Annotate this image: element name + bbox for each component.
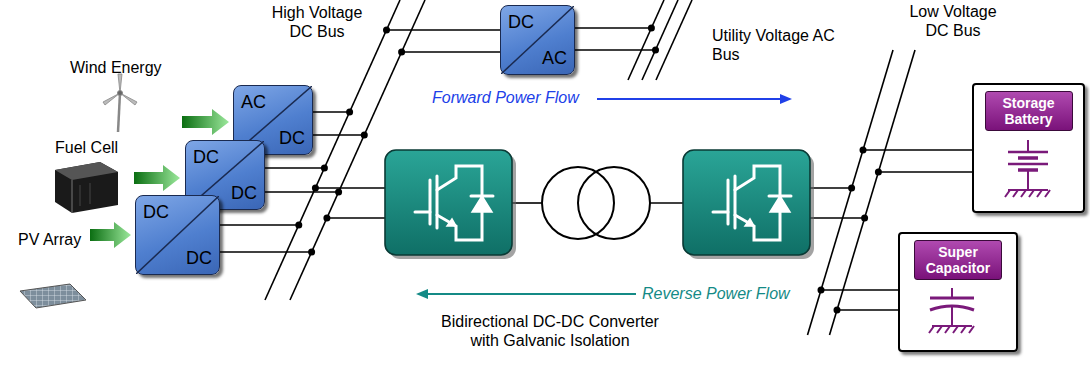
text-label: Bidirectional DC-DC Converter with Galva… [430,312,670,350]
converter-label: DC [508,12,534,32]
converter-box: DC AC [500,5,575,75]
capacitor-symbol [929,288,974,333]
storage-label: Storage Battery [985,91,1073,131]
input-arrow [182,109,229,135]
storage-panel: Storage Battery [972,83,1085,213]
text-label: Reverse Power Flow [642,284,807,303]
converter-label: AC [241,92,266,112]
panel-ground [972,83,1085,213]
converter-label: DC [279,128,305,148]
ac-bus [628,0,692,80]
input-arrow [90,222,131,248]
panel-ground [898,232,1018,352]
transformer-symbol [542,167,650,239]
converter-label: AC [542,48,567,68]
input-arrow [134,165,180,191]
text-label: Low Voltage DC Bus [898,2,1008,40]
text-label: Wind Energy [70,58,190,77]
converter-label: DC [231,183,257,203]
converter-label: DC [186,248,212,268]
text-label: Fuel Cell [55,138,130,157]
converter-label: DC [193,147,219,167]
fuel-cell-icon [55,162,118,213]
text-label: High Voltage DC Bus [262,3,372,41]
storage-label: Super Capacitor [914,240,1002,280]
wires [220,28,972,310]
converter-box: DC DC [135,195,220,275]
text-label: Forward Power Flow [432,88,597,107]
wind-turbine-icon [103,74,137,132]
text-label: PV Array [18,230,88,249]
junction-dots [295,25,882,314]
battery-symbol [1005,140,1050,197]
converter-label: DC [143,202,169,222]
storage-panel: Super Capacitor [898,232,1018,352]
igbt-bridge [385,150,516,259]
text-label: Utility Voltage AC Bus [712,26,842,64]
forward-flow-arrow [597,94,792,104]
reverse-flow-arrow [416,289,636,299]
igbt-bridge [683,150,814,259]
pv-panel-icon [20,284,86,308]
